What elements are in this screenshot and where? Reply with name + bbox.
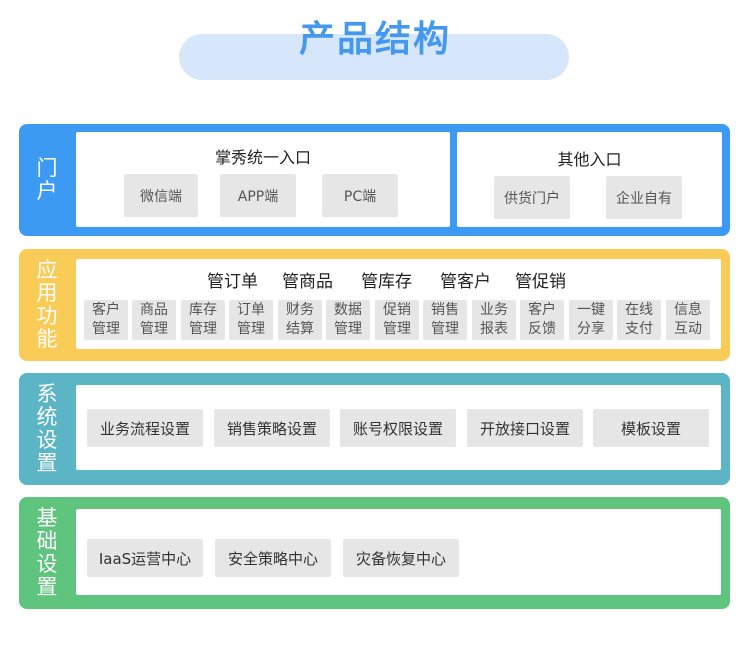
app-panel: 管订单 管商品 管库存 管客户 管促销 客户管理 商品管理 库存管理 订单管理 …: [76, 259, 721, 349]
app-chip-customer-feedback: 客户反馈: [520, 300, 564, 340]
portal-entry-panel-2: 其他入口 供货门户 企业自有: [457, 132, 722, 227]
portal-chip-enterprise: 企业自有: [606, 176, 682, 219]
app-chip-promotion-mgmt: 促销管理: [375, 300, 419, 340]
base-chip-iaas: IaaS运营中心: [87, 539, 203, 577]
system-chip-account-permission: 账号权限设置: [340, 409, 456, 447]
app-chip-business-report: 业务报表: [472, 300, 516, 340]
portal-chip-supplier: 供货门户: [494, 176, 570, 219]
app-heading-promotions: 管促销: [515, 272, 566, 292]
app-heading-products: 管商品: [282, 272, 333, 292]
app-chip-finance: 财务结算: [278, 300, 322, 340]
app-chip-data-mgmt: 数据管理: [326, 300, 370, 340]
app-layer: 应用功能 管订单 管商品 管库存 管客户 管促销 客户管理 商品管理 库存管理 …: [19, 249, 730, 361]
app-heading-inventory: 管库存: [361, 272, 412, 292]
app-chip-order-mgmt: 订单管理: [229, 300, 273, 340]
app-chip-one-click-share: 一键分享: [569, 300, 613, 340]
portal-chip-wechat: 微信端: [124, 174, 198, 217]
system-chip-template: 模板设置: [593, 409, 709, 447]
app-heading-customers: 管客户: [440, 272, 491, 292]
system-panel: 业务流程设置 销售策略设置 账号权限设置 开放接口设置 模板设置: [76, 385, 721, 470]
base-chip-security: 安全策略中心: [215, 539, 331, 577]
app-chip-customer-mgmt: 客户管理: [84, 300, 128, 340]
base-panel: IaaS运营中心 安全策略中心 灾备恢复中心: [76, 509, 721, 595]
base-layer-label: 基础设置: [36, 506, 58, 599]
app-layer-label: 应用功能: [36, 258, 58, 351]
system-layer-label: 系统设置: [36, 382, 58, 475]
system-chip-workflow: 业务流程设置: [87, 409, 203, 447]
system-layer: 系统设置 业务流程设置 销售策略设置 账号权限设置 开放接口设置 模板设置: [19, 373, 730, 485]
app-headings: 管订单 管商品 管库存 管客户 管促销: [76, 267, 721, 292]
page-title: 产品结构: [298, 19, 451, 60]
base-layer: 基础设置 IaaS运营中心 安全策略中心 灾备恢复中心: [19, 497, 730, 609]
app-chip-product-mgmt: 商品管理: [132, 300, 176, 340]
portal-layer-label: 门户: [36, 156, 58, 203]
portal-chip-app: APP端: [220, 174, 296, 217]
app-chip-sales-mgmt: 销售管理: [423, 300, 467, 340]
portal-layer: 门户 掌秀统一入口 微信端 APP端 PC端 其他入口 供货门户 企业自有: [19, 124, 730, 236]
app-heading-orders: 管订单: [207, 272, 258, 292]
app-chip-info-interaction: 信息互动: [666, 300, 710, 340]
portal-entry-panel-1: 掌秀统一入口 微信端 APP端 PC端: [76, 132, 450, 227]
portal-entry-heading-1: 掌秀统一入口: [214, 148, 311, 167]
app-chip-online-payment: 在线支付: [617, 300, 661, 340]
portal-entry-heading-2: 其他入口: [557, 150, 622, 169]
app-chip-inventory-mgmt: 库存管理: [181, 300, 225, 340]
system-chip-open-api: 开放接口设置: [467, 409, 583, 447]
portal-chip-pc: PC端: [322, 174, 398, 217]
base-chip-disaster-recovery: 灾备恢复中心: [343, 539, 459, 577]
title-pill: [179, 34, 569, 80]
system-chip-sales-strategy: 销售策略设置: [214, 409, 330, 447]
